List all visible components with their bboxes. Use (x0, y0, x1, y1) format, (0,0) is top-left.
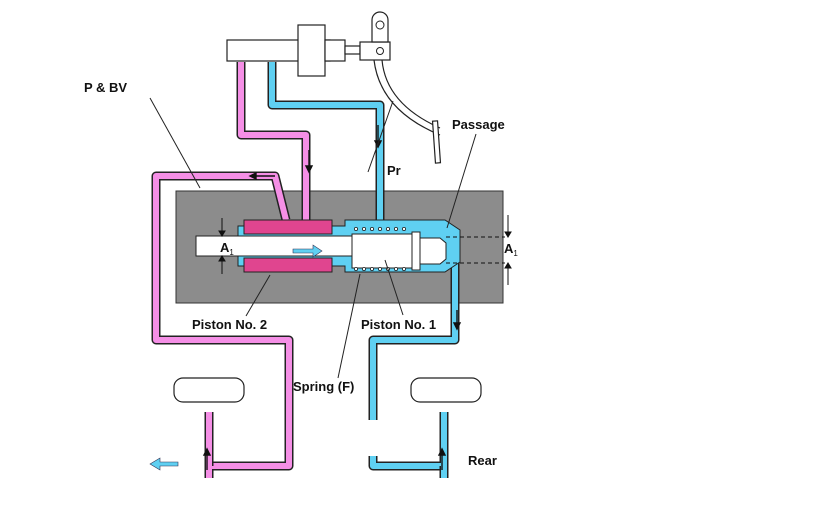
direction-arrows (202, 125, 462, 470)
dimension-a1 (218, 215, 512, 285)
leader-lines (149, 97, 477, 379)
spring-label: Spring (F) (293, 379, 354, 394)
a1-left-label: A1 (220, 240, 234, 257)
mask (310, 420, 370, 456)
rear-circuit (267, 62, 460, 478)
master-cylinder-icon (226, 24, 361, 77)
flow-arrow-icon (149, 244, 323, 471)
piston-no1 (351, 233, 413, 269)
piston-no2-label: Piston No. 2 (192, 317, 267, 332)
front-wheel-cylinder-icon (173, 377, 245, 403)
piston-no2-upper (243, 219, 333, 235)
piston-no1-label: Piston No. 1 (361, 317, 436, 332)
pr-label: Pr (387, 163, 401, 178)
a1-right-label: A1 (504, 241, 518, 258)
rear-wheel-cylinder-icon (410, 377, 482, 403)
spring-coils (353, 226, 406, 271)
valve-bore (195, 219, 461, 273)
pbv-label: P & BV (84, 80, 127, 95)
passage-label: Passage (452, 117, 505, 132)
rear-label: Rear (468, 453, 497, 468)
piston-no2-lower (243, 257, 333, 273)
brake-pedal-icon (359, 11, 442, 164)
